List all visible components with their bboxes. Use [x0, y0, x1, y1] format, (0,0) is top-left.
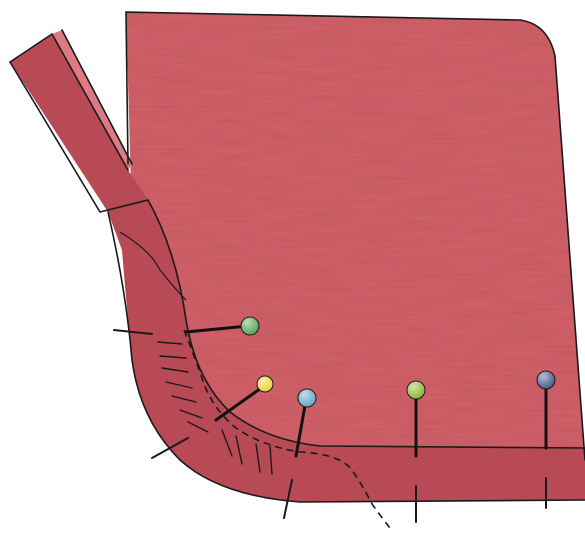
illustration-canvas	[0, 0, 585, 539]
sewing-illustration	[0, 0, 585, 539]
